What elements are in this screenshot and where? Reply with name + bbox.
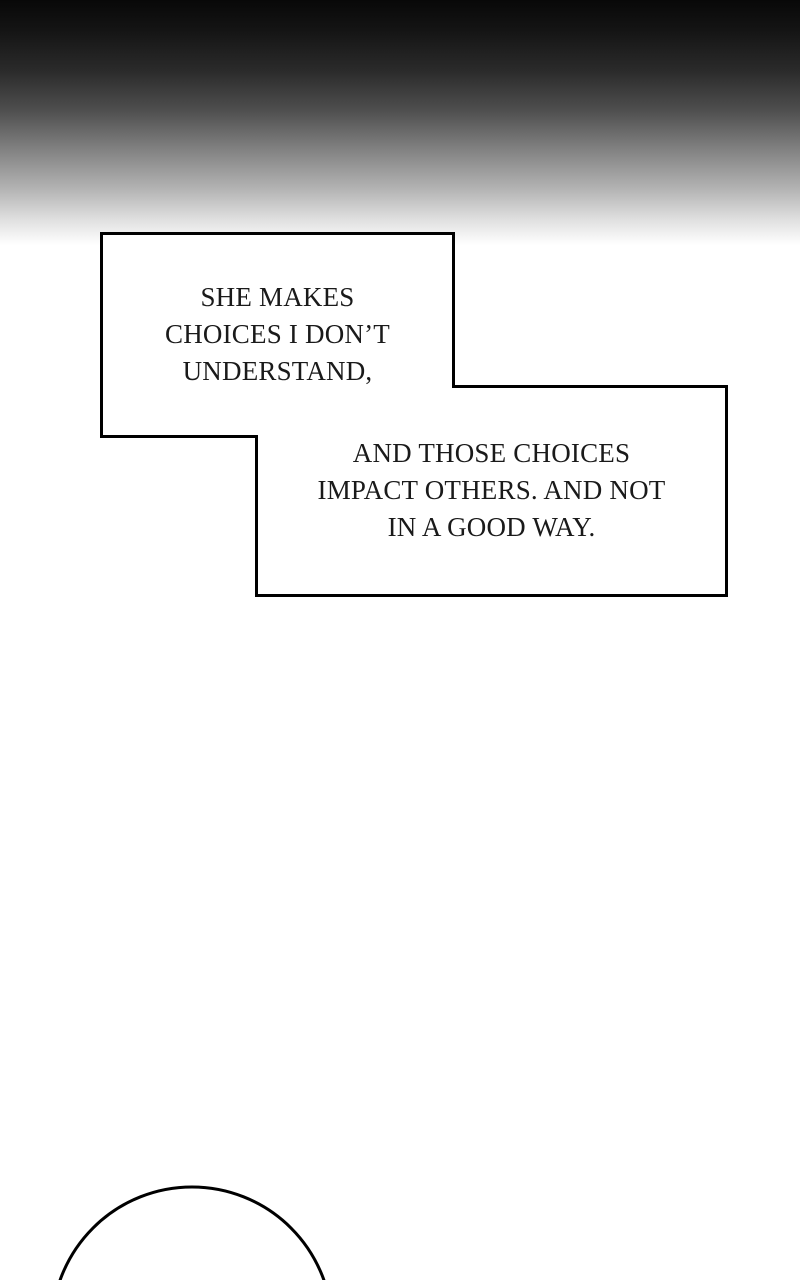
speech-line: CHOICES I DON’T xyxy=(165,319,390,349)
speech-line: UNDERSTAND, xyxy=(182,356,373,386)
speech-line: AND THOSE CHOICES xyxy=(352,438,631,468)
speech-bubble-2: AND THOSE CHOICES IMPACT OTHERS. AND NOT… xyxy=(256,386,727,595)
partial-speech-bubble-outline xyxy=(58,1185,326,1280)
speech-line: IN A GOOD WAY. xyxy=(387,512,596,542)
speech-bubble-1: SHE MAKES CHOICES I DON’T UNDERSTAND, xyxy=(101,233,454,436)
speech-line: SHE MAKES xyxy=(200,282,355,312)
speech-line: IMPACT OTHERS. AND NOT xyxy=(317,475,666,505)
joined-speech-bubble-outline xyxy=(100,232,728,597)
panel-shading-gradient xyxy=(0,0,800,245)
